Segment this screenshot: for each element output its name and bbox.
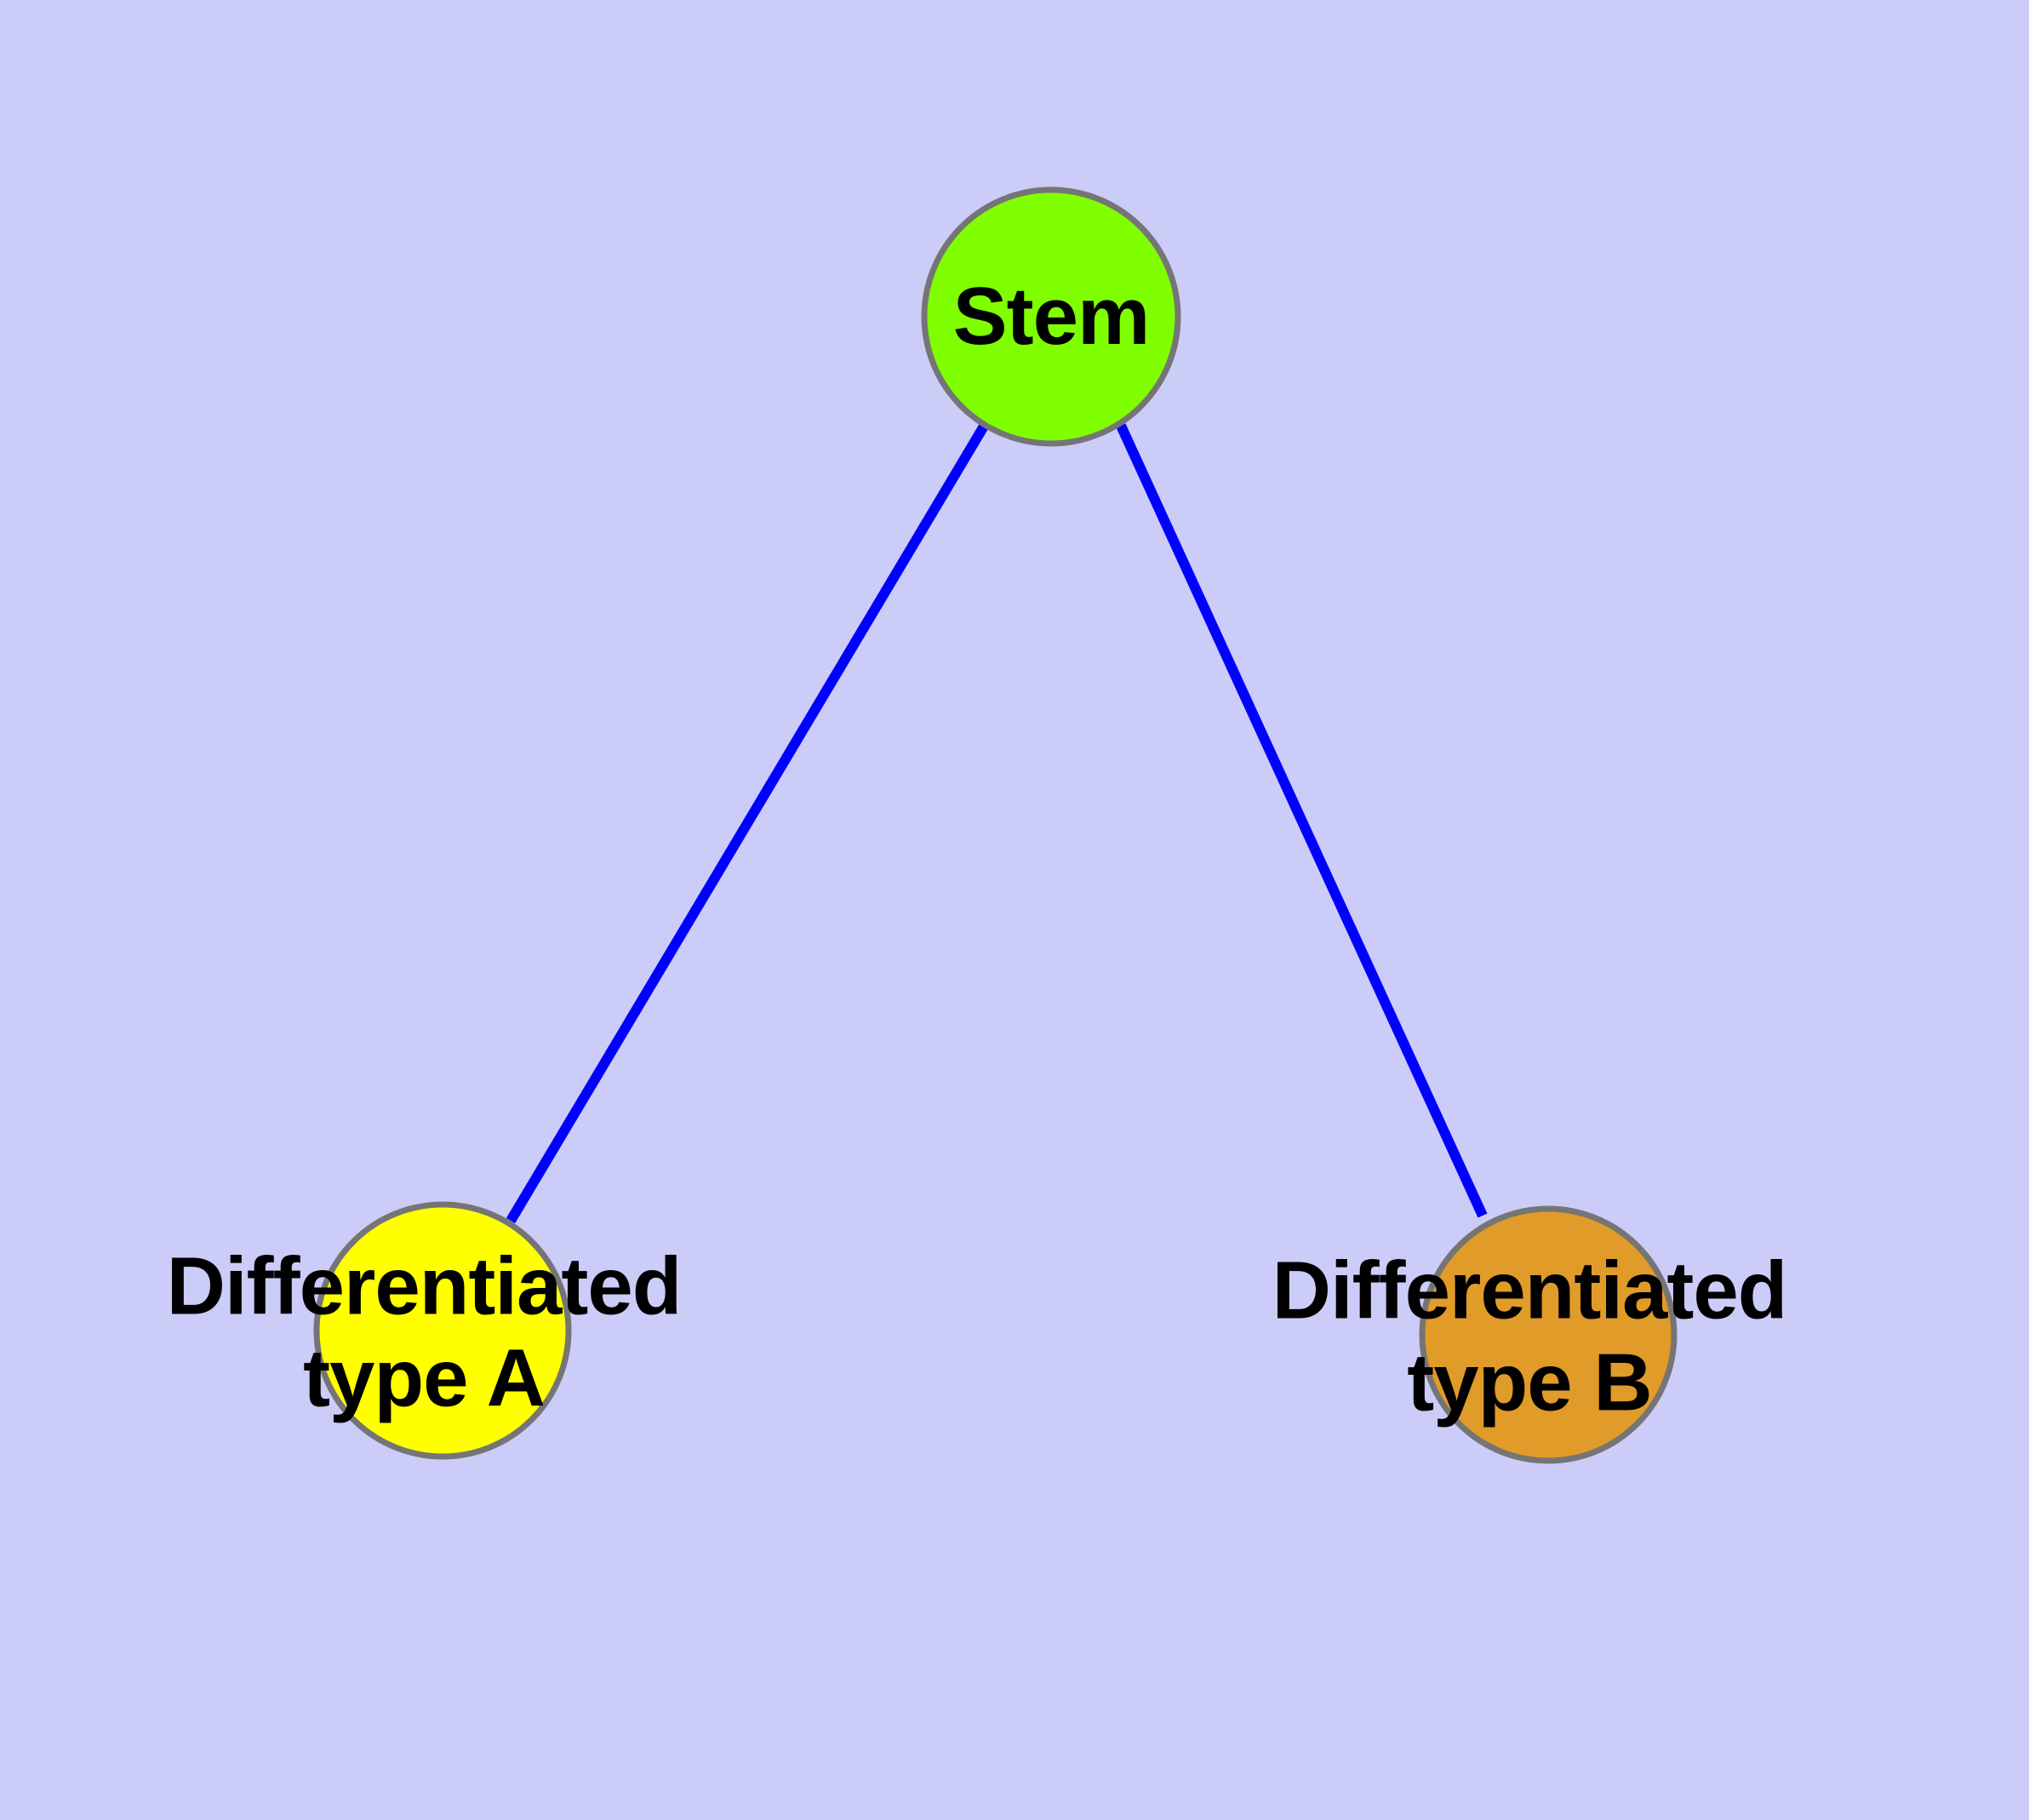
node-differentiated-type-a-circle[interactable] [313, 1201, 572, 1460]
edge-stem-to-differentiated-type-b[interactable] [1116, 423, 1488, 1218]
edge-stem-to-differentiated-type-a[interactable] [506, 421, 990, 1224]
edges-group [506, 421, 1488, 1224]
node-stem-circle[interactable] [921, 186, 1181, 447]
nodes-group [313, 186, 1677, 1464]
node-differentiated-type-b-circle[interactable] [1419, 1205, 1677, 1464]
